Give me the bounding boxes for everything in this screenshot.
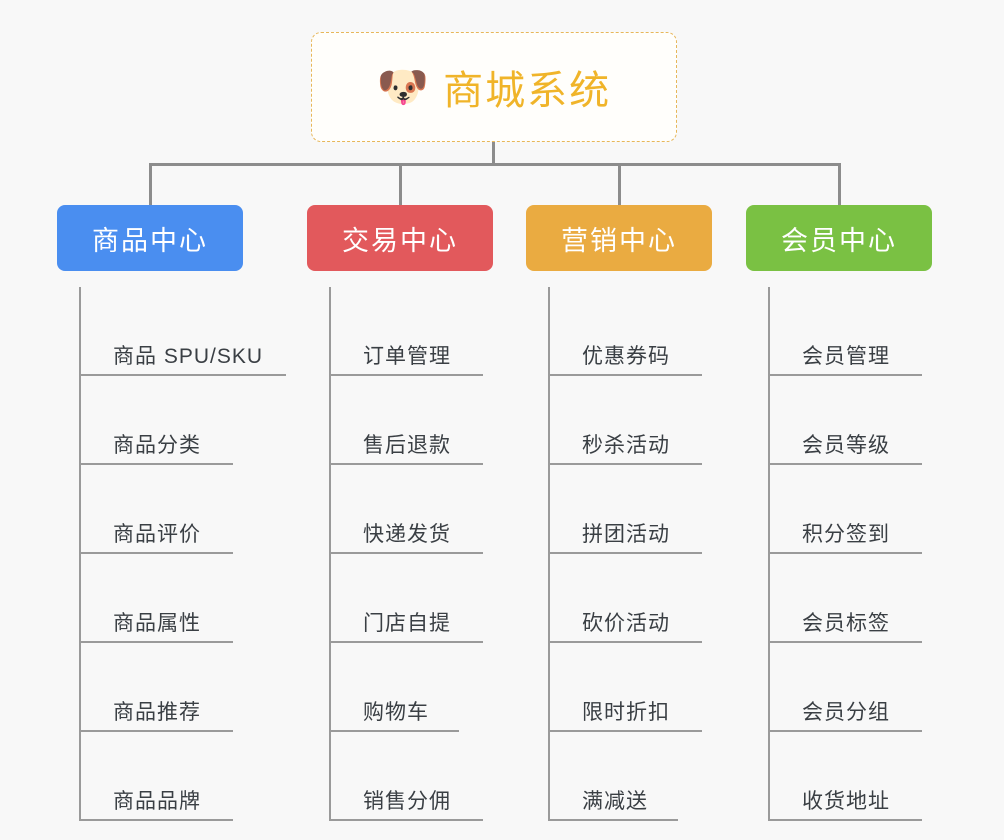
category-column-member-center: 会员中心会员管理会员等级积分签到会员标签会员分组收货地址: [746, 205, 932, 821]
leaf-item-label: 限时折扣: [582, 701, 670, 724]
leaf-item-label: 满减送: [582, 790, 648, 813]
leaf-item[interactable]: 砍价活动: [550, 554, 712, 643]
leaf-item-underline: [81, 730, 233, 732]
leaf-item-label: 拼团活动: [582, 523, 670, 546]
leaf-item-label: 砍价活动: [582, 612, 670, 635]
connector-drop-1: [149, 163, 152, 205]
leaf-item-underline: [770, 730, 922, 732]
branch-marketing-center: 优惠券码秒杀活动拼团活动砍价活动限时折扣满减送: [548, 287, 712, 821]
category-column-trade-center: 交易中心订单管理售后退款快递发货门店自提购物车销售分佣: [307, 205, 493, 821]
leaf-item[interactable]: 商品分类: [81, 376, 269, 465]
category-header-marketing-center[interactable]: 营销中心: [526, 205, 712, 271]
leaf-item-label: 订单管理: [363, 345, 451, 368]
leaf-item-underline: [550, 819, 678, 821]
leaf-item[interactable]: 秒杀活动: [550, 376, 712, 465]
leaf-item-underline: [550, 463, 702, 465]
leaf-item[interactable]: 优惠券码: [550, 287, 712, 376]
leaf-item[interactable]: 商品属性: [81, 554, 269, 643]
leaf-item-underline: [81, 463, 233, 465]
leaf-item[interactable]: 商品品牌: [81, 732, 269, 821]
leaf-item[interactable]: 会员管理: [770, 287, 932, 376]
leaf-item-label: 售后退款: [363, 434, 451, 457]
leaf-item-label: 商品 SPU/SKU: [113, 345, 264, 368]
branch-product-center: 商品 SPU/SKU 商品分类商品评价商品属性商品推荐商品品牌: [79, 287, 286, 821]
category-column-marketing-center: 营销中心优惠券码秒杀活动拼团活动砍价活动限时折扣满减送: [526, 205, 712, 821]
leaf-item[interactable]: 积分签到: [770, 465, 932, 554]
branch-trade-center: 订单管理售后退款快递发货门店自提购物车销售分佣: [329, 287, 493, 821]
leaf-item[interactable]: 拼团活动: [550, 465, 712, 554]
connector-stem: [492, 142, 495, 165]
leaf-item[interactable]: 商品推荐: [81, 643, 269, 732]
leaf-item-underline: [81, 552, 233, 554]
leaf-item[interactable]: 售后退款: [331, 376, 493, 465]
connector-drop-2: [399, 163, 402, 205]
leaf-item-label: 销售分佣: [363, 790, 451, 813]
leaf-item-underline: [770, 641, 922, 643]
leaf-item[interactable]: 订单管理: [331, 287, 493, 376]
leaf-item-underline: [331, 730, 459, 732]
leaf-item-underline: [770, 463, 922, 465]
leaf-item-label: 会员标签: [802, 612, 890, 635]
leaf-item-label: 商品分类: [113, 434, 201, 457]
leaf-item-label: 积分签到: [802, 523, 890, 546]
leaf-item[interactable]: 商品 SPU/SKU: [81, 287, 286, 376]
leaf-item[interactable]: 购物车: [331, 643, 493, 732]
leaf-item-underline: [81, 819, 233, 821]
category-column-product-center: 商品中心商品 SPU/SKU 商品分类商品评价商品属性商品推荐商品品牌: [57, 205, 286, 821]
root-title: 商城系统: [443, 69, 612, 113]
leaf-item-underline: [550, 374, 702, 376]
leaf-item-underline: [770, 819, 922, 821]
leaf-item-label: 购物车: [363, 701, 429, 724]
root-node[interactable]: 🐶 商城系统: [311, 32, 677, 142]
leaf-item-underline: [331, 374, 483, 376]
leaf-item-underline: [81, 374, 286, 376]
category-header-product-center[interactable]: 商品中心: [57, 205, 243, 271]
leaf-item-label: 会员等级: [802, 434, 890, 457]
leaf-item[interactable]: 销售分佣: [331, 732, 493, 821]
leaf-item-underline: [331, 641, 483, 643]
leaf-item-underline: [331, 552, 483, 554]
leaf-item[interactable]: 收货地址: [770, 732, 932, 821]
leaf-item-label: 商品评价: [113, 523, 201, 546]
leaf-item[interactable]: 会员分组: [770, 643, 932, 732]
leaf-item[interactable]: 快递发货: [331, 465, 493, 554]
leaf-item-label: 门店自提: [363, 612, 451, 635]
leaf-item[interactable]: 限时折扣: [550, 643, 712, 732]
leaf-item-underline: [331, 463, 483, 465]
leaf-item-label: 会员分组: [802, 701, 890, 724]
leaf-item-label: 商品品牌: [113, 790, 201, 813]
leaf-item-underline: [770, 552, 922, 554]
leaf-item[interactable]: 门店自提: [331, 554, 493, 643]
leaf-item-underline: [550, 641, 702, 643]
category-header-member-center[interactable]: 会员中心: [746, 205, 932, 271]
dog-face-icon: 🐶: [376, 63, 430, 110]
connector-drop-4: [838, 163, 841, 205]
leaf-item-underline: [770, 374, 922, 376]
leaf-item-label: 快递发货: [363, 523, 451, 546]
leaf-item-underline: [81, 641, 233, 643]
leaf-item[interactable]: 满减送: [550, 732, 712, 821]
leaf-item-label: 收货地址: [802, 790, 890, 813]
leaf-item-underline: [550, 730, 702, 732]
leaf-item-label: 商品推荐: [113, 701, 201, 724]
branch-member-center: 会员管理会员等级积分签到会员标签会员分组收货地址: [768, 287, 932, 821]
leaf-item[interactable]: 商品评价: [81, 465, 269, 554]
category-header-trade-center[interactable]: 交易中心: [307, 205, 493, 271]
connector-drop-3: [618, 163, 621, 205]
connector-bus: [149, 163, 839, 166]
leaf-item-label: 优惠券码: [582, 345, 670, 368]
leaf-item-underline: [550, 552, 702, 554]
leaf-item[interactable]: 会员等级: [770, 376, 932, 465]
leaf-item-label: 会员管理: [802, 345, 890, 368]
leaf-item[interactable]: 会员标签: [770, 554, 932, 643]
leaf-item-label: 秒杀活动: [582, 434, 670, 457]
leaf-item-underline: [331, 819, 483, 821]
leaf-item-label: 商品属性: [113, 612, 201, 635]
